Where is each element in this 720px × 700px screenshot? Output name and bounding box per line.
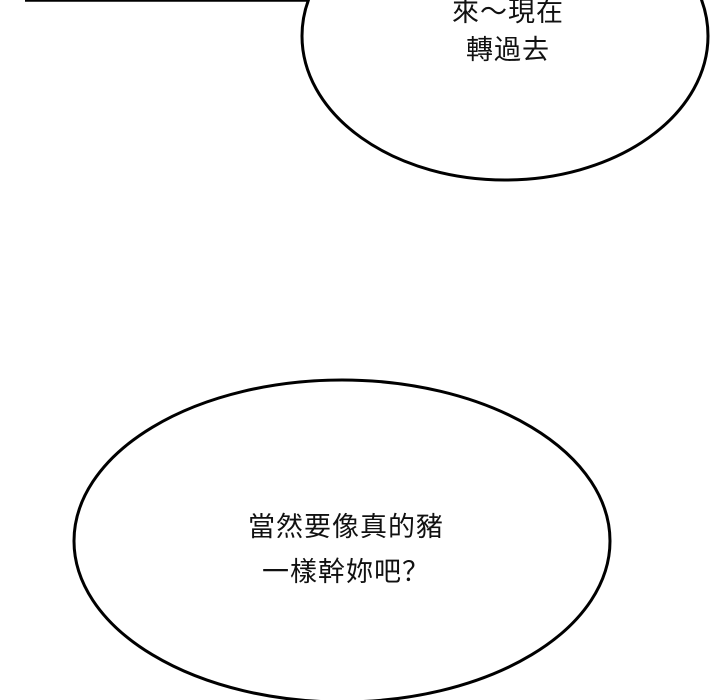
speech-bubble-bottom — [72, 378, 612, 700]
speech-text-bottom: 當然要像真的豬 一樣幹妳吧？ — [248, 505, 444, 595]
speech-bubble-top — [300, 0, 710, 182]
speech-line: 一樣幹妳吧？ — [262, 557, 430, 588]
speech-line: 當然要像真的豬 — [248, 512, 444, 543]
speech-text-top: 來～現在 轉過去 — [452, 0, 564, 70]
speech-line: 轉過去 — [466, 35, 550, 66]
speech-line: 來～現在 — [452, 0, 564, 28]
